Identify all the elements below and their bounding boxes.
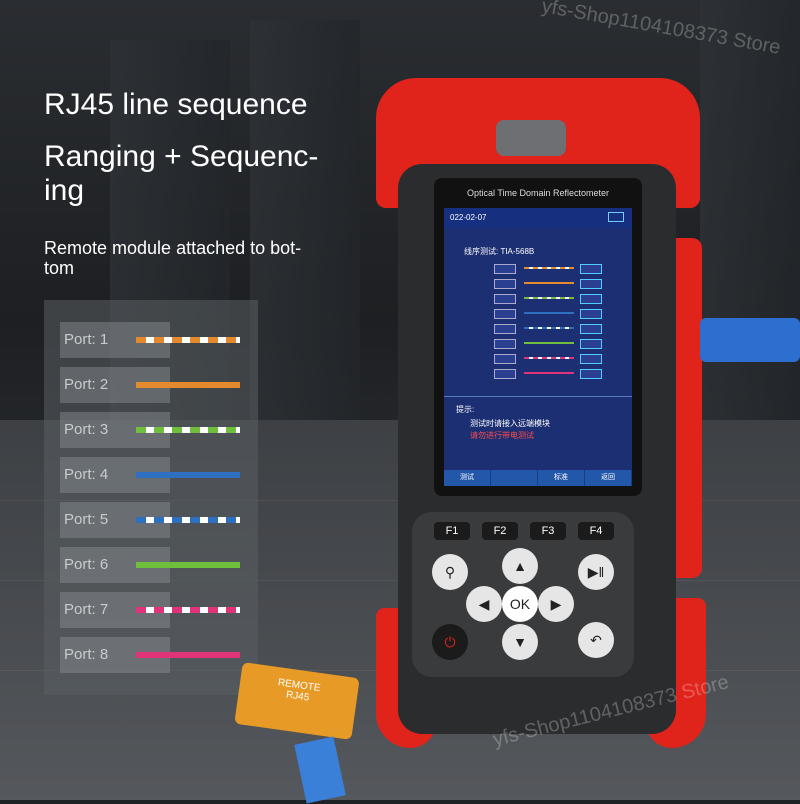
- wire-swatch: [136, 382, 240, 388]
- arrow-right-icon: ▶: [550, 596, 562, 612]
- up-key[interactable]: ▲: [502, 548, 538, 584]
- power-icon: ⏻: [444, 634, 456, 650]
- softkey-2[interactable]: [491, 470, 538, 486]
- play-pause-key[interactable]: ▶‖: [578, 554, 614, 590]
- screen-pin-left: [494, 309, 516, 319]
- screen-pin-left: [494, 339, 516, 349]
- softkey-4[interactable]: 返回: [585, 470, 632, 486]
- right-key[interactable]: ▶: [538, 586, 574, 622]
- otdr-device: Optical Time Domain Reflectometer 022-02…: [376, 78, 706, 748]
- softkey-1[interactable]: 测试: [444, 470, 491, 486]
- screen-pin-right: [580, 324, 602, 334]
- wire-swatch: [136, 472, 240, 478]
- f3-key[interactable]: F3: [530, 522, 566, 540]
- arrow-down-icon: ▼: [513, 634, 527, 650]
- down-key[interactable]: ▼: [502, 624, 538, 660]
- port-row: Port: 7: [44, 592, 258, 628]
- wire-swatch: [136, 562, 240, 568]
- screen-wire: [524, 342, 574, 344]
- softkey-3[interactable]: 标准: [538, 470, 585, 486]
- play-pause-icon: ▶‖: [587, 564, 605, 580]
- subline-line-2: tom: [44, 258, 75, 278]
- screen-wire: [524, 357, 574, 359]
- screen-wire: [524, 372, 574, 374]
- device-title: Optical Time Domain Reflectometer: [466, 188, 610, 198]
- screen-wire: [524, 312, 574, 314]
- wire-swatch: [136, 652, 240, 658]
- power-key[interactable]: ⏻: [432, 624, 468, 660]
- screen-softkey-bar: 测试 标准 返回: [444, 470, 632, 486]
- wire-swatch: [136, 607, 240, 613]
- screen-pin-left: [494, 354, 516, 364]
- screen-pin-right: [580, 354, 602, 364]
- headline-line-1: RJ45 line sequence: [44, 88, 308, 121]
- screen-divider: [444, 396, 632, 397]
- arrow-up-icon: ▲: [513, 558, 527, 574]
- optical-port: [496, 120, 566, 156]
- port-row: Port: 4: [44, 457, 258, 493]
- ok-key[interactable]: OK: [502, 586, 538, 622]
- server-rack-center: [250, 20, 360, 440]
- screen-pin-left: [494, 279, 516, 289]
- headline-line-3: ing: [44, 174, 85, 207]
- rj45-cable-plug: [700, 318, 800, 362]
- wire-swatch: [136, 517, 240, 523]
- screen-pin-right: [580, 279, 602, 289]
- server-rack-right: [700, 0, 800, 460]
- screen-pin-left: [494, 264, 516, 274]
- arrow-left-icon: ◀: [478, 596, 490, 612]
- screen-pin-right: [580, 294, 602, 304]
- port-label: Port: 3: [60, 412, 170, 448]
- screen-pin-right: [580, 309, 602, 319]
- keypad: F1 F2 F3 F4 ⚲ ▲ ▶‖ ◀ OK ▶ ▼ ⏻ ↶: [412, 512, 634, 677]
- port-row: Port: 2: [44, 367, 258, 403]
- search-icon: ⚲: [444, 564, 456, 580]
- headline-line-2: Ranging + Sequenc-: [44, 140, 319, 173]
- wire-swatch: [136, 337, 240, 343]
- screen-date: 022-02-07: [450, 213, 487, 222]
- port-legend-panel: [44, 300, 258, 695]
- f2-key[interactable]: F2: [482, 522, 518, 540]
- screen-status-bar: 022-02-07: [444, 208, 632, 228]
- port-row: Port: 5: [44, 502, 258, 538]
- screen-wire: [524, 297, 574, 299]
- f1-key[interactable]: F1: [434, 522, 470, 540]
- screen-wire: [524, 282, 574, 284]
- screen-pin-right: [580, 339, 602, 349]
- port-row: Port: 8: [44, 637, 258, 673]
- device-screen: 022-02-07 线序测试: TIA-568B 提示: 测试时请接入远端模块 …: [444, 208, 632, 486]
- wire-swatch: [136, 427, 240, 433]
- screen-pin-right: [580, 264, 602, 274]
- search-key[interactable]: ⚲: [432, 554, 468, 590]
- battery-icon: [608, 212, 624, 222]
- left-key[interactable]: ◀: [466, 586, 502, 622]
- subline-line-1: Remote module attached to bot-: [44, 238, 302, 258]
- port-row: Port: 3: [44, 412, 258, 448]
- hint-title: 提示:: [456, 405, 475, 414]
- subline: Remote module attached to bot- tom: [44, 238, 344, 278]
- back-key[interactable]: ↶: [578, 622, 614, 658]
- port-label: Port: 7: [60, 592, 170, 628]
- screen-pin-left: [494, 369, 516, 379]
- back-arrow-icon: ↶: [590, 632, 602, 648]
- port-row: Port: 1: [44, 322, 258, 358]
- screen-test-label: 线序测试: TIA-568B: [464, 247, 535, 256]
- screen-wire: [524, 267, 574, 269]
- f4-key[interactable]: F4: [578, 522, 614, 540]
- screen-pin-right: [580, 369, 602, 379]
- screen-pin-left: [494, 324, 516, 334]
- hint-line-2: 请勿进行带电测试: [470, 431, 534, 440]
- port-row: Port: 6: [44, 547, 258, 583]
- hint-line-1: 测试时请接入远端模块: [470, 419, 550, 428]
- screen-pin-left: [494, 294, 516, 304]
- screen-wire: [524, 327, 574, 329]
